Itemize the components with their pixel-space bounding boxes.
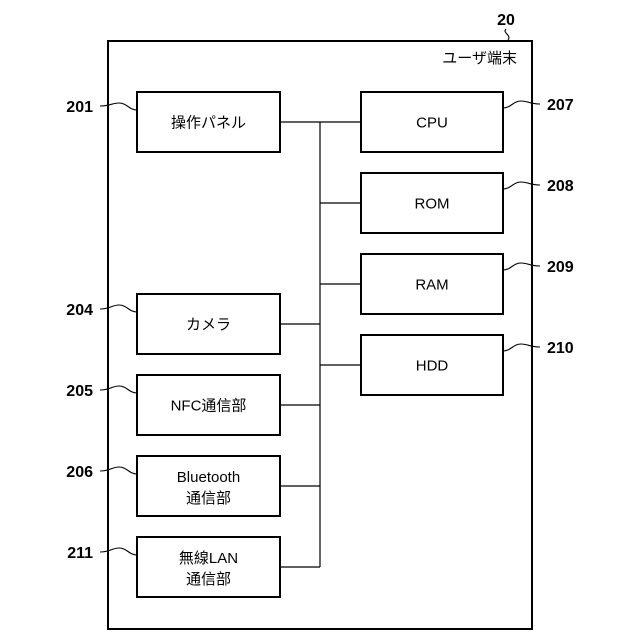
block-label-line2: 通信部: [186, 571, 231, 588]
device-ref-number: 20: [497, 12, 515, 29]
ref-number: 210: [547, 340, 574, 357]
ref-leader: [503, 101, 540, 108]
ref-number: 206: [66, 464, 93, 481]
device-ref-leader: [505, 29, 509, 40]
block-label-line2: 通信部: [186, 490, 231, 507]
block-wireless-lan-comm: 無線LAN 通信部 211: [67, 537, 280, 597]
ref-leader: [100, 103, 137, 110]
ref-leader: [100, 305, 137, 312]
block-ram: RAM 209: [361, 254, 574, 314]
ref-number: 207: [547, 97, 574, 114]
block-label: HDD: [416, 358, 449, 375]
ref-number: 211: [67, 545, 93, 562]
block-hdd: HDD 210: [361, 335, 574, 395]
block-label: カメラ: [186, 317, 231, 334]
block-label: ROM: [415, 196, 450, 213]
ref-number: 209: [547, 259, 574, 276]
block-label: 操作パネル: [171, 115, 246, 132]
ref-leader: [100, 386, 137, 393]
ref-leader: [503, 344, 540, 351]
block-operation-panel: 操作パネル 201: [66, 92, 280, 152]
block-label: CPU: [416, 115, 448, 132]
ref-leader: [100, 467, 137, 474]
ref-number: 201: [66, 99, 93, 116]
device-title: ユーザ端末: [442, 50, 517, 67]
ref-number: 204: [66, 302, 93, 319]
block-label: RAM: [415, 277, 448, 294]
ref-number: 208: [547, 178, 574, 195]
block-label-line1: Bluetooth: [177, 469, 240, 486]
ref-leader: [503, 263, 540, 270]
ref-leader: [100, 548, 137, 555]
block-label-line1: 無線LAN: [179, 550, 238, 567]
block-nfc-comm: NFC通信部 205: [66, 375, 280, 435]
block-bluetooth-comm: Bluetooth 通信部 206: [66, 456, 280, 516]
block-cpu: CPU 207: [361, 92, 574, 152]
ref-number: 205: [66, 383, 93, 400]
ref-leader: [503, 182, 540, 189]
block-rom: ROM 208: [361, 173, 574, 233]
bus-lines: [280, 122, 361, 567]
block-camera: カメラ 204: [66, 294, 280, 354]
block-label: NFC通信部: [171, 398, 247, 415]
